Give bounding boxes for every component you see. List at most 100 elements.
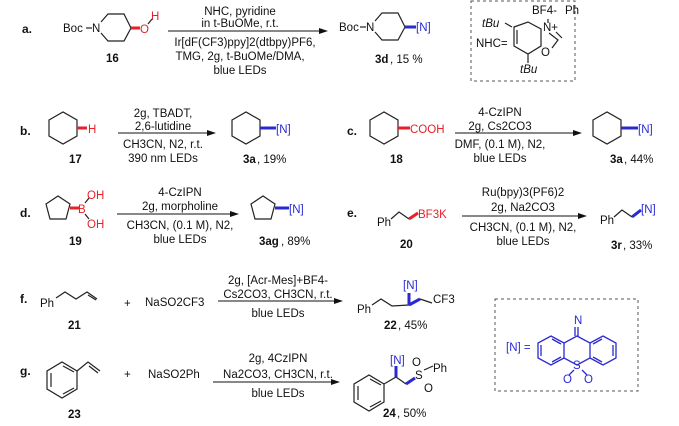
compound-id: 21 — [68, 320, 81, 332]
hydroxyl-group: OH — [87, 190, 104, 202]
boron-atom: B — [78, 204, 86, 216]
bond — [419, 298, 433, 304]
amination-group: [N] — [416, 22, 431, 34]
phenyl: Ph — [377, 217, 391, 229]
reaction-label: b. — [20, 124, 31, 138]
product-yield: , 50% — [397, 408, 426, 420]
sulfonyl-bonds — [568, 369, 588, 376]
condition-line: DMF, (0.1 M), N2, — [455, 139, 546, 151]
product-id: 3a — [243, 154, 256, 166]
new-bond — [405, 376, 416, 386]
product-yield: , 15 % — [390, 54, 423, 66]
oxygen-atom: O — [424, 383, 433, 395]
sulfur-atom: S — [573, 360, 581, 372]
cyclopentane-ring — [45, 195, 71, 220]
cyclohexane-ring — [369, 111, 399, 145]
reaction-label: a. — [22, 22, 32, 36]
reaction-d: d. B OH OH 19 4-CzIPN 2g, morpholine CH3… — [20, 187, 310, 248]
product-yield: , 19% — [257, 154, 286, 166]
hydroxyl-group: OH — [87, 219, 104, 231]
compound-id: 17 — [69, 154, 82, 166]
condition-line: blue LEDs — [213, 65, 266, 77]
n-definition-label: [N] = — [506, 342, 531, 354]
oxygen-atom: O — [412, 357, 421, 369]
reaction-label: c. — [347, 124, 357, 138]
reagent: NaSO2CF3 — [145, 297, 204, 309]
reaction-label: e. — [347, 206, 357, 220]
compound-id: 18 — [390, 154, 403, 166]
tbu-group: tBu — [482, 18, 500, 30]
vinyl-group — [76, 361, 101, 374]
product-id: 3r — [611, 240, 622, 252]
compound-id: 20 — [400, 239, 413, 251]
n-definition-box: [N] = N S O O — [494, 298, 639, 392]
oxygen-atom: O — [140, 24, 149, 36]
arrow-head — [334, 298, 343, 304]
plus-sign: + — [124, 369, 131, 381]
arrow-head — [331, 379, 340, 385]
reaction-b: b. H 17 2g, TBADT, 2,6-lutidine CH3CN, N… — [20, 108, 291, 166]
nitrogen-cation: N+ — [543, 22, 558, 34]
counterion: BF4- — [532, 5, 557, 17]
nhc-label: NHC= — [476, 38, 508, 50]
condition-line: 2g, TBADT, — [134, 108, 193, 120]
condition-line: in t-BuOMe, r.t. — [201, 18, 278, 30]
product-id: 3a — [610, 154, 623, 166]
product-id: 3ag — [259, 236, 279, 248]
condition-line: Cs2CO3, CH3CN, r.t. — [223, 289, 332, 301]
benzene-ring — [353, 374, 385, 412]
arrow-head — [319, 28, 328, 34]
condition-line: Ru(bpy)3(PF6)2 — [482, 187, 564, 199]
oxygen-atom: O — [584, 374, 593, 386]
condition-line: 390 nm LEDs — [128, 153, 198, 165]
condition-line: TMG, 2g, t-BuOMe/DMA, — [175, 51, 304, 63]
arrow-head — [207, 130, 216, 136]
piperidine-ring — [100, 13, 132, 42]
right-benzene-ring — [589, 335, 617, 366]
product-yield: , 45% — [398, 320, 427, 332]
bond — [423, 365, 434, 371]
alkene-chain — [55, 291, 98, 301]
bond — [84, 197, 90, 220]
nitrogen-atom: N — [92, 23, 100, 35]
hydrogen-atom: H — [151, 11, 159, 23]
arrow-head — [573, 130, 582, 136]
compound-id: 19 — [69, 236, 82, 248]
compound-id: 23 — [68, 409, 81, 421]
nitrogen-atom: N — [366, 22, 374, 34]
new-bond — [631, 208, 642, 219]
condition-line: 2g, 4CzIPN — [249, 353, 308, 365]
left-benzene-ring — [537, 335, 565, 366]
condition-line: Na2CO3, CH3CN, r.t. — [223, 369, 333, 381]
condition-line: 2g, Cs2CO3 — [468, 121, 531, 133]
reaction-c: c. COOH 18 4-CzIPN 2g, Cs2CO3 DMF, (0.1 … — [347, 107, 653, 166]
imine-double-bond — [574, 327, 579, 336]
condition-line: 2,6-lutidine — [135, 121, 191, 133]
condition-line: 2g, Na2CO3 — [491, 202, 555, 214]
condition-line: NHC, pyridine — [204, 6, 276, 18]
reaction-f: f. Ph 21 + NaSO2CF3 2g, [Acr-Mes]+BF4- C… — [20, 275, 455, 332]
amination-group: [N] — [276, 124, 291, 136]
bond — [147, 18, 153, 25]
phenyl: Ph — [565, 5, 579, 17]
arrow-head — [230, 211, 239, 217]
oxazole-ring — [547, 19, 563, 49]
phenyl: Ph — [357, 304, 371, 316]
phenyl: Ph — [433, 363, 447, 375]
carboxyl-group: COOH — [410, 124, 445, 136]
amination-group: [N] — [403, 280, 418, 292]
new-bond — [408, 297, 421, 307]
product-yield: , 89% — [281, 236, 310, 248]
condition-line: blue LEDs — [251, 308, 304, 320]
condition-line: CH3CN, N2, r.t. — [123, 139, 203, 151]
reagent: NaSO2Ph — [148, 369, 200, 381]
cyclohexane-ring — [592, 111, 622, 145]
condition-line: blue LEDs — [496, 236, 549, 248]
condition-line: CH3CN, (0.1 M), N2, — [127, 220, 234, 232]
benzene-ring — [46, 361, 78, 399]
reaction-e: e. Ph BF3K 20 Ru(bpy)3(PF6)2 2g, Na2CO3 … — [347, 187, 656, 252]
condition-line: 2g, morpholine — [142, 201, 218, 213]
compound-id: 16 — [106, 53, 119, 65]
sulfur-atom: S — [415, 370, 423, 382]
